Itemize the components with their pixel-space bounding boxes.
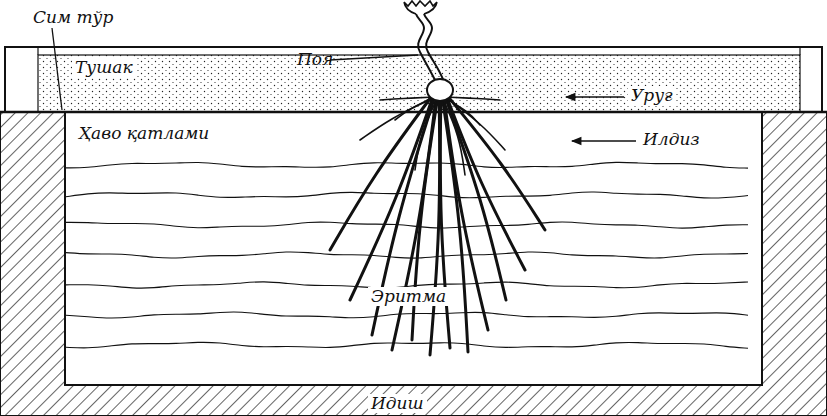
root (442, 97, 465, 175)
leader-line (330, 55, 418, 60)
solution-line (66, 252, 748, 258)
seed (427, 79, 453, 101)
part-label: Ҳаво қатлами (76, 124, 212, 143)
part-label: Сим тўр (30, 8, 116, 27)
root (380, 97, 435, 100)
leaf-top (404, 1, 437, 14)
tray-frame (5, 47, 822, 112)
solution-line (66, 312, 748, 318)
root (444, 97, 488, 330)
solution-line (66, 342, 748, 348)
wire-mesh (0, 111, 827, 114)
part-label: Тушак (72, 58, 136, 77)
root (430, 97, 440, 355)
arrow (566, 96, 624, 98)
solution-line (66, 222, 748, 228)
vessel-wall (0, 112, 827, 416)
bedding (38, 55, 800, 112)
root (395, 97, 436, 120)
part-label: Поя (294, 50, 336, 69)
part-label: Уруғ (628, 86, 676, 105)
root (415, 97, 438, 170)
part-label: Идиш (368, 394, 427, 413)
root (350, 97, 433, 300)
root (445, 97, 505, 150)
part-label: Эритма (368, 287, 449, 306)
part-label: Илдиз (640, 130, 703, 149)
roots (330, 97, 545, 355)
root (445, 97, 500, 100)
leader-line (52, 28, 62, 110)
arrow (572, 140, 636, 142)
